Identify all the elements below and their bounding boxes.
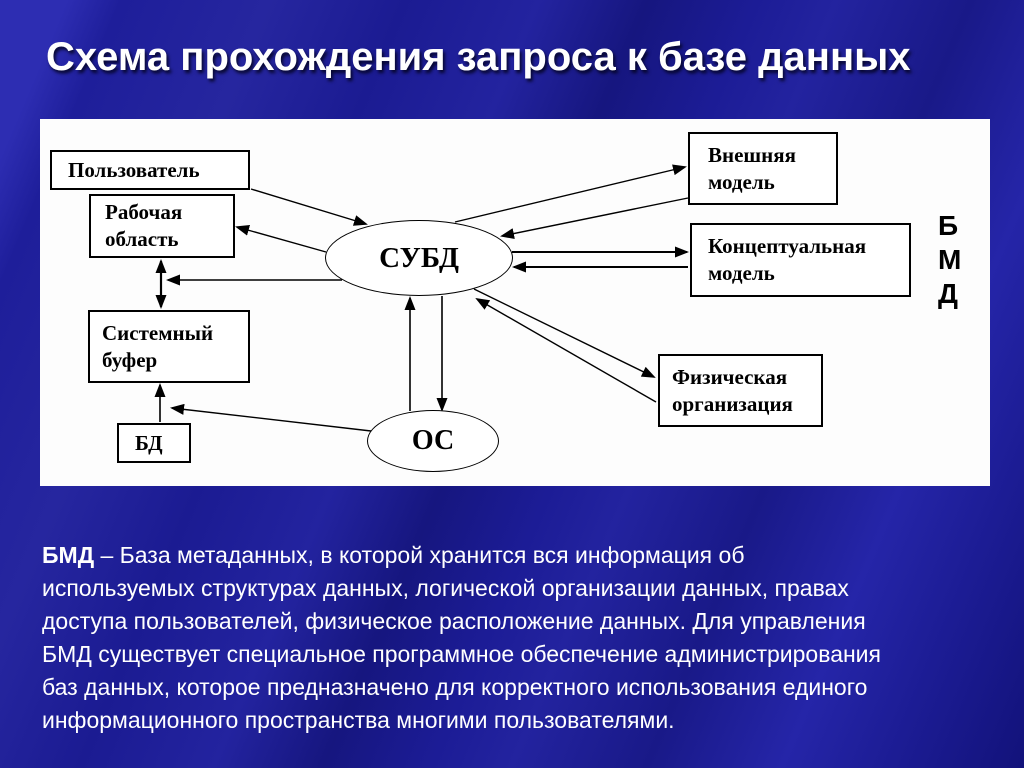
- edge-user-to-dbms: [250, 188, 368, 226]
- node-conceptual-model: Концептуальная модель: [690, 223, 911, 297]
- node-external-model: Внешняя модель: [688, 132, 838, 205]
- node-system-buffer: Системный буфер: [88, 310, 250, 383]
- node-db: БД: [117, 423, 191, 463]
- edge-dbms-to-workarea: [235, 224, 327, 253]
- edge-dbms-to-external: [454, 164, 687, 223]
- definition-paragraph: БМД – База метаданных, в которой хранитс…: [42, 539, 987, 737]
- node-work-area: Рабочая область: [89, 194, 235, 258]
- definition-rest: используемых структурах данных, логическ…: [42, 575, 881, 733]
- definition-line1: – База метаданных, в которой хранится вс…: [94, 542, 745, 568]
- node-physical-organization: Физическая организация: [658, 354, 823, 427]
- edge-physical-to-dbms: [475, 298, 657, 403]
- diagram-edges: [154, 164, 689, 432]
- edge-external-to-dbms: [500, 197, 689, 239]
- slide-title: Схема прохождения запроса к базе данных: [46, 35, 911, 79]
- diagram-panel: Пользователь Рабочая область Системный б…: [40, 119, 990, 486]
- node-dbms: СУБД: [325, 220, 513, 296]
- node-os: ОС: [367, 410, 499, 472]
- edge-os-to-db: [170, 403, 372, 432]
- edge-dbms-to-physical: [473, 288, 656, 378]
- node-user: Пользователь: [50, 150, 250, 190]
- definition-term: БМД: [42, 542, 95, 568]
- bmd-side-label: Б М Д: [938, 210, 962, 309]
